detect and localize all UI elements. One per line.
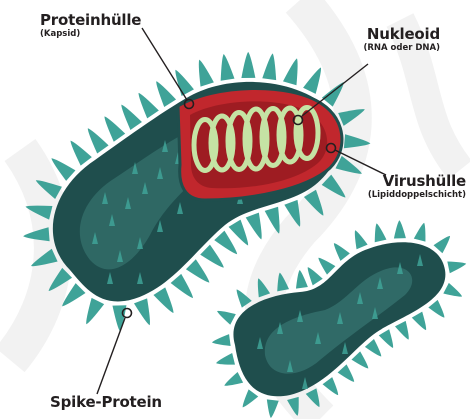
spike-protein <box>229 220 249 246</box>
spike-protein <box>303 68 321 94</box>
spike-protein <box>334 243 350 261</box>
spike-protein <box>88 128 109 153</box>
spike-protein <box>186 259 209 282</box>
leader-line <box>97 318 125 394</box>
envelope-subtitle: (Lipiddoppelschicht) <box>368 191 466 200</box>
spike-protein <box>212 334 231 346</box>
spike-protein <box>265 207 280 234</box>
spike-protein <box>375 223 387 242</box>
spike-protein <box>153 287 173 313</box>
spike-protein <box>246 213 262 240</box>
spike-title: Spike-Protein <box>50 394 162 411</box>
capsid-label: Proteinhülle (Kapsid) <box>40 12 141 39</box>
capsid-title: Proteinhülle <box>40 12 141 29</box>
spike-protein <box>121 105 142 130</box>
spike-protein <box>412 312 426 331</box>
spike-protein <box>414 223 426 242</box>
spike-protein <box>224 372 243 386</box>
spike-protein <box>214 231 237 255</box>
envelope-title: Virushülle <box>368 173 466 190</box>
nucleoid-label: Nukleoid (RNA oder DNA) <box>363 26 440 53</box>
nucleoid-title: Nukleoid <box>363 26 440 43</box>
spike-protein <box>283 58 298 85</box>
spike-protein <box>86 298 104 324</box>
spike-protein <box>395 321 409 340</box>
spike-protein <box>323 377 339 395</box>
spike-protein <box>71 141 92 166</box>
spike-protein <box>200 245 224 268</box>
spike-protein <box>379 329 393 348</box>
spike-protein <box>134 298 150 325</box>
spike-protein <box>139 93 159 118</box>
spike-protein <box>355 230 368 249</box>
spike-protein <box>217 311 236 325</box>
spike-protein <box>296 270 308 289</box>
spike-protein <box>352 351 369 368</box>
spike-protein <box>262 53 276 80</box>
spike-protein <box>447 261 466 273</box>
spike-protein <box>267 399 279 418</box>
spike-protein <box>104 116 125 141</box>
spike-protein <box>308 267 323 285</box>
spike-protein <box>338 364 355 381</box>
spike-protein <box>394 220 406 238</box>
spike-label: Spike-Protein <box>50 394 162 411</box>
spike-protein <box>365 339 381 357</box>
spike-protein <box>434 236 451 253</box>
spike-protein <box>175 70 194 96</box>
spike-protein <box>171 274 193 298</box>
spike-protein <box>318 258 335 275</box>
small-virus <box>212 220 466 418</box>
envelope-label: Virushülle (Lipiddoppelschicht) <box>368 173 466 200</box>
spike-protein <box>199 60 214 87</box>
spike-protein <box>216 353 235 365</box>
spike-protein <box>156 81 176 107</box>
nucleoid-subtitle: (RNA oder DNA) <box>363 44 440 53</box>
spike-protein <box>241 52 255 78</box>
spike-protein <box>221 54 235 81</box>
capsid-subtitle: (Kapsid) <box>40 30 141 39</box>
spike-protein <box>443 283 462 297</box>
spike-protein <box>428 300 444 318</box>
spike-protein <box>243 389 259 407</box>
